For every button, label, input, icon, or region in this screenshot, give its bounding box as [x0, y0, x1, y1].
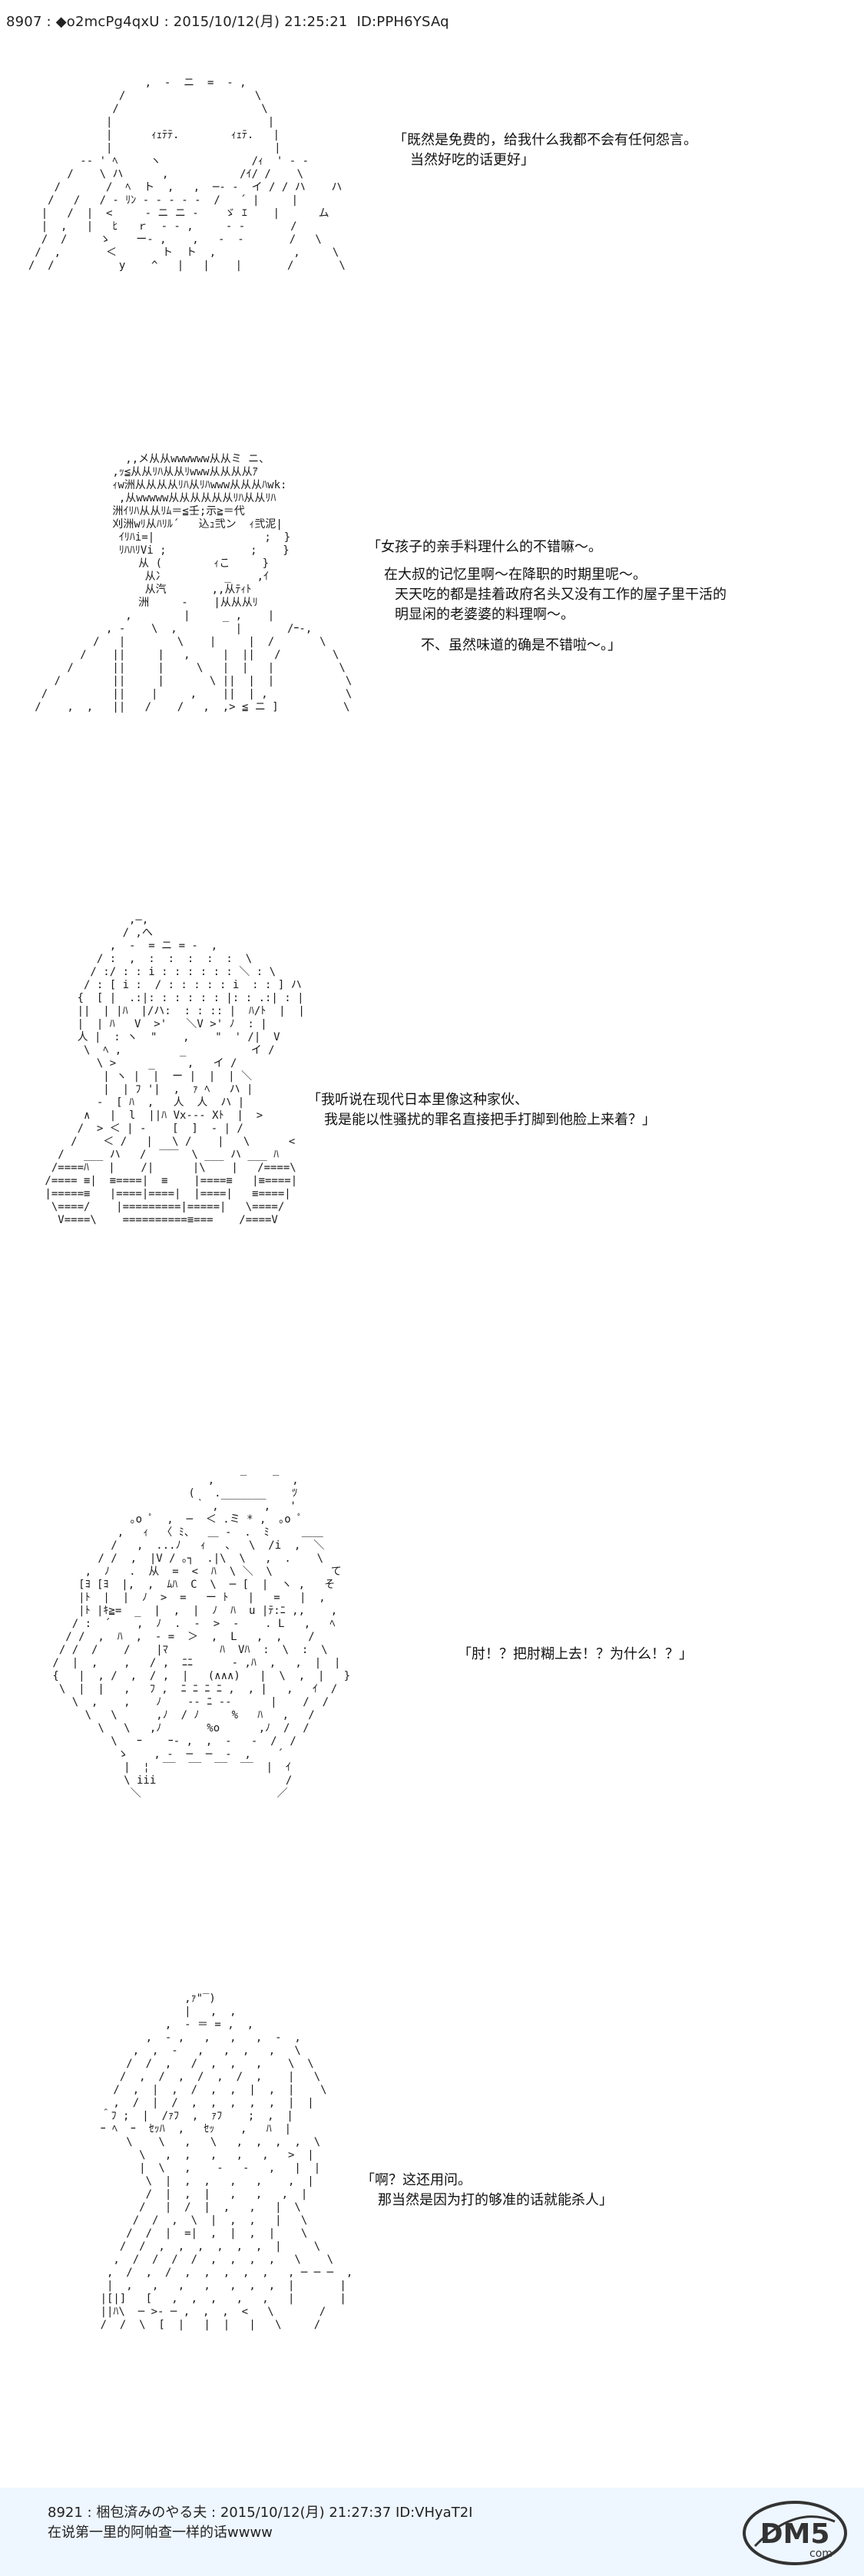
watermark-subtext: com [809, 2548, 833, 2560]
speech-bubble-2: 「女孩子的亲手料理什么的不错嘛～。 在大叔的记忆里啊～在降职的时期里呢～。 天天… [367, 537, 727, 656]
speech-line: 「女孩子的亲手料理什么的不错嘛～。 [367, 539, 602, 555]
speech-line: 「啊？这还用问。 [361, 2172, 472, 2188]
dm5-logo-watermark: DM5 com [743, 2501, 847, 2565]
ascii-art-figure-5: ,ｧ"‾) | , , , ‐ ＝ = , , , ‐ , , , , ‐ , … [100, 1992, 353, 2331]
speech-bubble-4: 「肘！？把肘糊上去！？为什么！？」 [458, 1645, 693, 1665]
scene-4: , ‾ ‾ , ( ._______ ﾂ ｀ , , ' ｡o ﾟ , ─ ＜ … [0, 1474, 864, 1904]
reply-header: 8921 : 梱包済みのやる夫 : 2015/10/12(月) 21:27:37… [48, 2505, 473, 2521]
reply-poster-name[interactable]: 梱包済みのやる夫 [96, 2505, 207, 2521]
post-header: 8907 : ◆o2mcPg4qxU : 2015/10/12(月) 21:25… [6, 14, 449, 30]
poster-id[interactable]: ID:PPH6YSAq [356, 14, 449, 30]
speech-line: 明显闲的老婆婆的料理啊～。 [395, 607, 574, 623]
watermark-text: DM5 [760, 2518, 830, 2550]
ascii-art-figure-3: ,―, / ,へ , - = ニ = - , / : , : : : : : \… [45, 914, 305, 1226]
speech-bubble-1: 「既然是免费的，给我什么我都不会有任何怨言。 当然好吃的话更好」 [393, 131, 697, 170]
scene-3: ,―, / ,へ , - = ニ = - , / : , : : : : : \… [0, 914, 864, 1390]
speech-line: 「既然是免费的，给我什么我都不会有任何怨言。 [393, 132, 697, 148]
reply-post-number: 8921 [48, 2505, 83, 2521]
post-number: 8907 [6, 14, 42, 30]
speech-bubble-3: 「我听说在现代日本里像这种家伙、 我是能以性骚扰的罪名直接把手打脚到他脸上来着？… [307, 1090, 656, 1130]
speech-line: 在大叔的记忆里啊～在降职的时期里呢～。 [384, 567, 647, 583]
scene-5: ,ｧ"‾) | , , , ‐ ＝ = , , , ‐ , , , , ‐ , … [0, 1992, 864, 2453]
post-datetime: 2015/10/12(月) 21:25:21 [173, 14, 348, 30]
speech-bubble-5: 「啊？这还用问。 那当然是因为打的够准的话就能杀人」 [361, 2171, 613, 2211]
speech-line: 「肘！？把肘糊上去！？为什么！？」 [458, 1646, 693, 1662]
speech-line: 我是能以性骚扰的罪名直接把手打脚到他脸上来着？」 [324, 1112, 656, 1128]
speech-line: 「我听说在现代日本里像这种家伙、 [307, 1092, 528, 1108]
speech-line: 那当然是因为打的够准的话就能杀人」 [378, 2192, 613, 2208]
ascii-art-figure-2: ,,メ从从wwwwww从从ミ ニ、 ,ｯ≦从从ﾘﾊ从从ﾘwww从从从从ｱ ｨw洲… [35, 453, 353, 713]
reply-comment: 在说第一里的阿帕查一样的话wwww [48, 2525, 273, 2541]
speech-line: 不、虽然味道的确是不错啦～。」 [421, 637, 621, 653]
ascii-art-figure-1: , - ニ = - , / \ / \ | | | ｨｪﾃﾃ. ｨｪﾃ. | | [28, 77, 346, 272]
reply-post: 8921 : 梱包済みのやる夫 : 2015/10/12(月) 21:27:37… [0, 2488, 864, 2576]
ascii-art-figure-4: , ‾ ‾ , ( ._______ ﾂ ｀ , , ' ｡o ﾟ , ─ ＜ … [52, 1474, 351, 1800]
reply-datetime: 2015/10/12(月) 21:27:37 [220, 2505, 392, 2521]
reply-poster-id[interactable]: ID:VHyaT2I [395, 2505, 473, 2521]
scene-1: , - ニ = - , / \ / \ | | | ｨｪﾃﾃ. ｨｪﾃ. | | [0, 46, 864, 407]
speech-line: 当然好吃的话更好」 [410, 152, 535, 168]
poster-name[interactable]: ◆o2mcPg4qxU [55, 14, 160, 30]
speech-line: 天天吃的都是挂着政府名头又没有工作的屋子里干活的 [395, 587, 727, 603]
scene-2: ,,メ从从wwwwww从从ミ ニ、 ,ｯ≦从从ﾘﾊ从从ﾘwww从从从从ｱ ｨw洲… [0, 438, 864, 852]
